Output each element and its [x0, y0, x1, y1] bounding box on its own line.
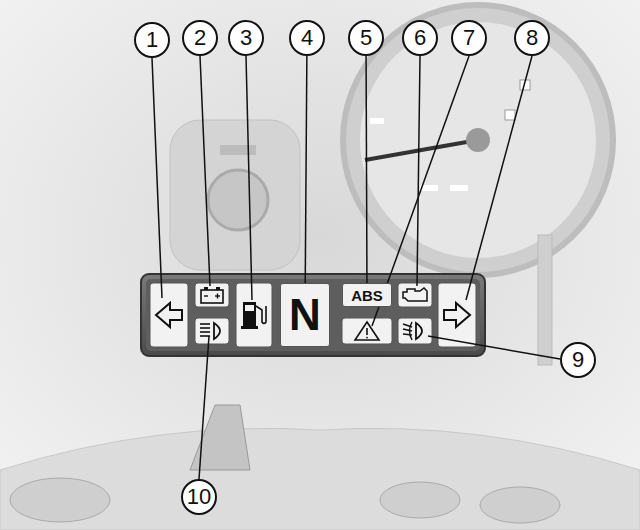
indicator-tile: ABS [342, 283, 392, 307]
callout-number: 10 [181, 479, 217, 515]
callout-text: 5 [360, 25, 372, 51]
callout-number: 7 [451, 20, 487, 56]
callout-number: 4 [289, 20, 325, 56]
callout-text: 8 [526, 25, 538, 51]
leader-line [366, 56, 368, 283]
callout-number: 9 [560, 342, 596, 378]
callout-number: 3 [228, 20, 264, 56]
leader-line [305, 56, 307, 283]
indicator-text: ABS [351, 287, 383, 304]
callout-text: 7 [463, 25, 475, 51]
indicator-tile: N [280, 283, 330, 347]
callout-text: 3 [240, 25, 252, 51]
callout-number: 2 [182, 20, 218, 56]
callout-text: 2 [194, 25, 206, 51]
callout-text: 10 [187, 484, 211, 510]
indicator-text: N [289, 290, 321, 340]
callout-number: 5 [348, 20, 384, 56]
callout-text: 9 [572, 347, 584, 373]
callout-number: 8 [514, 20, 550, 56]
callout-text: 1 [146, 27, 158, 53]
callout-text: 6 [414, 25, 426, 51]
callout-number: 1 [134, 22, 170, 58]
callout-number: 6 [402, 20, 438, 56]
callout-text: 4 [301, 25, 313, 51]
